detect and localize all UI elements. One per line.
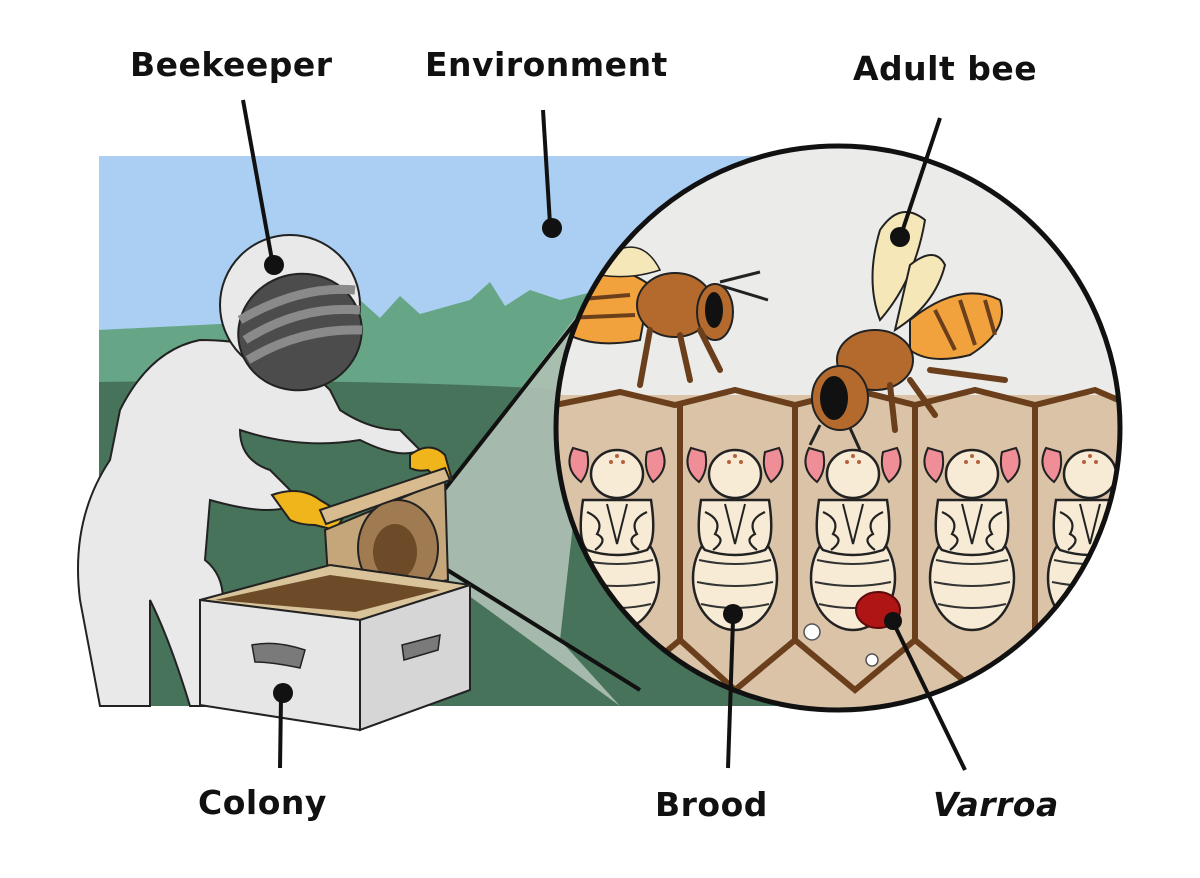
brood-marker [723,604,743,624]
environment-marker [542,218,562,238]
pupa-2 [686,446,784,632]
pupa-4 [923,446,1021,632]
label-adult-bee: Adult bee [853,49,1038,88]
colony-marker [273,683,293,703]
label-varroa: Varroa [933,785,1059,824]
adult-bee-marker [890,227,910,247]
magnifier-outline [553,143,1123,713]
honey-bee-right [808,211,1008,451]
label-environment: Environment [425,45,668,84]
label-brood: Brood [655,785,768,824]
leader-varroa [893,625,967,771]
varroa-marker [884,612,902,630]
leader-colony [278,697,283,769]
label-colony: Colony [198,783,327,822]
mite-egg [865,653,879,667]
beekeeper-figure [77,234,454,707]
beekeeper-marker [264,255,284,275]
cone-edge-lower [410,546,642,692]
leader-adult-bee [900,117,942,233]
beehive-box [199,563,471,732]
label-beekeeper: Beekeeper [130,45,333,84]
leader-environment [541,109,552,225]
leader-beekeeper [241,99,274,261]
leader-brood [726,619,735,769]
mite-egg [803,623,821,641]
